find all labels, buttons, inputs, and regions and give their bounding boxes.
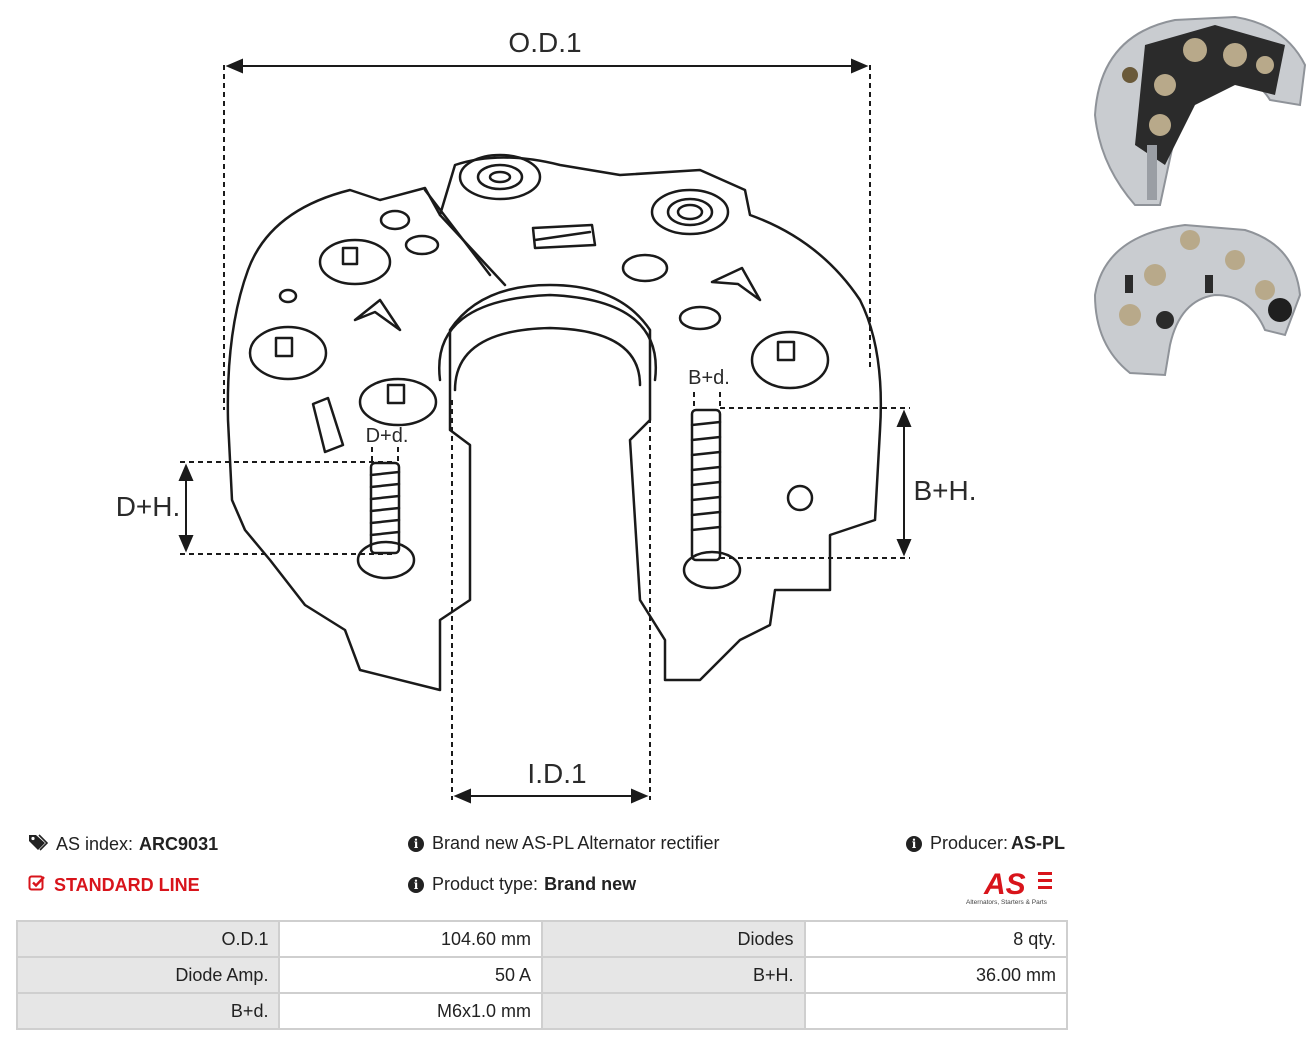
rectifier-technical-drawing: O.D.1 I.D.1 D+H. B+H. D+d. B+d. [116,27,977,804]
product-type-label: Product type: [432,874,539,894]
terminal-hole [458,153,542,201]
table-row: Diode Amp. 50 A B+H. 36.00 mm [15,956,1069,994]
as-index-label: AS index: [56,834,134,854]
producer: i Producer: AS-PL [906,833,1065,854]
diode-pad [750,330,830,390]
spec-label: Diode Amp. [15,956,281,994]
info-icon: i [906,835,922,852]
spec-table: O.D.1 104.60 mm Diodes 8 qty. Diode Amp.… [15,920,1069,1030]
table-row: O.D.1 104.60 mm Diodes 8 qty. [15,920,1069,958]
logo-mark: AS [983,868,1026,901]
product-photo-bottom [1093,223,1302,377]
spec-value: 104.60 mm [278,920,543,958]
bh-label: B+H. [913,475,976,506]
standard-line: STANDARD LINE [28,874,200,897]
inner-bore [437,293,658,382]
producer-value: AS-PL [1011,833,1066,853]
info-icon: i [408,835,424,852]
terminal-hole [650,188,730,236]
spec-label: O.D.1 [15,920,281,958]
producer-label: Producer: [930,833,1009,853]
diode-pad [248,325,328,381]
spec-label: B+H. [541,956,806,994]
table-row: B+d. M6x1.0 mm [15,992,1069,1030]
spec-value: 36.00 mm [803,956,1069,994]
id-label: I.D.1 [527,758,586,789]
product-photo-top [1093,15,1307,206]
dd-label: D+d. [366,425,409,447]
spec-label [541,992,806,1030]
diode-pad [358,377,438,427]
product-type-value: Brand new [544,874,637,894]
dh-label: D+H. [116,491,181,522]
info-icon: i [408,876,424,893]
od-label: O.D.1 [508,27,581,58]
logo-tagline: Alternators, Starters & Parts [966,899,1048,906]
diode-pad [318,238,392,286]
spec-label: Diodes [541,920,806,958]
as-pl-logo: AS Alternators, Starters & Parts [966,868,1052,906]
spec-value [803,992,1069,1030]
spec-value: 50 A [278,956,543,994]
spec-value: 8 qty. [803,920,1069,958]
tag-icon [28,833,49,856]
as-index-value: ARC9031 [139,834,219,854]
description: i Brand new AS-PL Alternator rectifier [408,833,719,854]
checkbox-check-icon [28,874,46,897]
spec-value: M6x1.0 mm [278,992,543,1030]
as-index: AS index: ARC9031 [28,833,218,856]
standard-line-text: STANDARD LINE [54,875,200,895]
product-type: i Product type: Brand new [408,874,636,895]
spec-label: B+d. [15,992,281,1030]
description-text: Brand new AS-PL Alternator rectifier [432,833,720,853]
bd-label: B+d. [688,367,730,389]
